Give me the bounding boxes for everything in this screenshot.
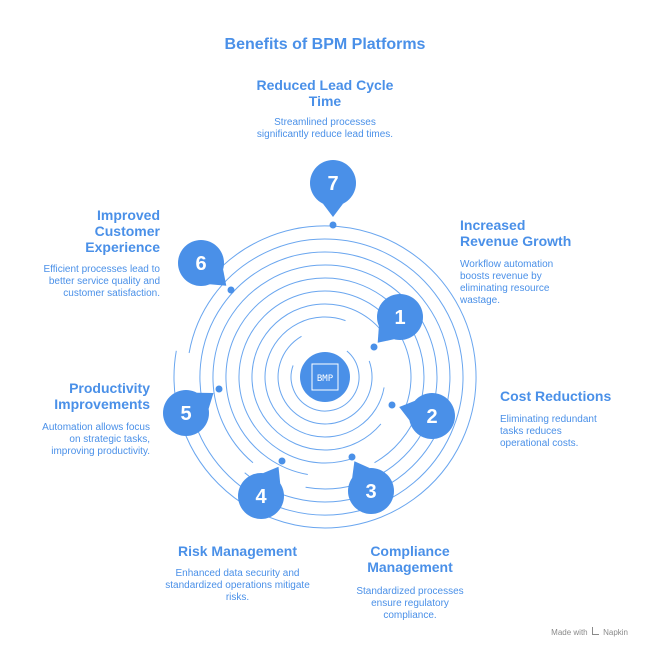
heading-compliance-management: Compliance Management bbox=[367, 543, 453, 575]
description-compliance-management: Standardized processes ensure regulatory… bbox=[356, 586, 464, 621]
number-badge-7: 7 bbox=[310, 160, 356, 217]
number-badge-label: 5 bbox=[180, 403, 191, 425]
number-badge-label: 3 bbox=[365, 481, 376, 503]
description-productivity-improvements: Automation allows focus on strategic tas… bbox=[42, 422, 150, 457]
connector-dot bbox=[278, 457, 286, 465]
footer-brand: Napkin bbox=[603, 628, 628, 637]
number-badge-label: 6 bbox=[195, 253, 206, 275]
number-badge-1: 1 bbox=[377, 294, 423, 343]
ring-arc bbox=[212, 264, 438, 490]
connector-dot bbox=[215, 385, 223, 393]
description-cost-reductions: Eliminating redundant tasks reduces oper… bbox=[500, 414, 597, 449]
number-badge-label: 1 bbox=[394, 307, 405, 329]
connector-dot bbox=[348, 453, 356, 461]
number-badge-3: 3 bbox=[348, 461, 394, 514]
connector-dot bbox=[227, 286, 235, 294]
connector-dot bbox=[388, 401, 396, 409]
ring-arc bbox=[188, 238, 464, 516]
center-label: BMP bbox=[317, 374, 334, 384]
heading-cost-reductions: Cost Reductions bbox=[500, 388, 612, 404]
ring-arc bbox=[264, 316, 385, 438]
ring-arc bbox=[225, 277, 425, 475]
footer-prefix: Made with bbox=[551, 628, 588, 637]
heading-productivity-improvements: Productivity Improvements bbox=[54, 380, 150, 412]
diagram-title: Benefits of BPM Platforms bbox=[224, 36, 426, 53]
number-badge-4: 4 bbox=[238, 466, 284, 519]
description-increased-revenue-growth: Workflow automation boosts revenue by el… bbox=[460, 259, 554, 306]
description-reduced-lead-cycle-time: Streamlined processes significantly redu… bbox=[256, 117, 394, 140]
number-badge-5: 5 bbox=[163, 390, 214, 436]
number-badge-2: 2 bbox=[399, 393, 455, 439]
number-badge-label: 2 bbox=[426, 406, 437, 428]
connector-dot bbox=[329, 221, 337, 229]
center-icon: BMP bbox=[300, 352, 350, 402]
number-badge-label: 4 bbox=[255, 486, 267, 508]
ring-arc bbox=[290, 350, 360, 412]
number-badge-6: 6 bbox=[178, 240, 227, 286]
ring-arc bbox=[251, 303, 389, 451]
number-badge-label: 7 bbox=[327, 173, 338, 195]
heading-reduced-lead-cycle-time: Reduced Lead Cycle Time bbox=[256, 77, 394, 109]
napkin-logo-icon bbox=[591, 627, 599, 635]
ring-arc bbox=[277, 335, 373, 425]
heading-improved-customer-experience: Improved Customer Experience bbox=[85, 207, 160, 255]
description-risk-management: Enhanced data security and standardized … bbox=[165, 568, 310, 603]
footer-credit: Made with Napkin bbox=[551, 627, 628, 637]
heading-risk-management: Risk Management bbox=[177, 543, 298, 559]
description-improved-customer-experience: Efficient processes lead to better servi… bbox=[43, 264, 160, 299]
connector-dot bbox=[370, 343, 378, 351]
heading-increased-revenue-growth: Increased Revenue Growth bbox=[460, 217, 572, 249]
